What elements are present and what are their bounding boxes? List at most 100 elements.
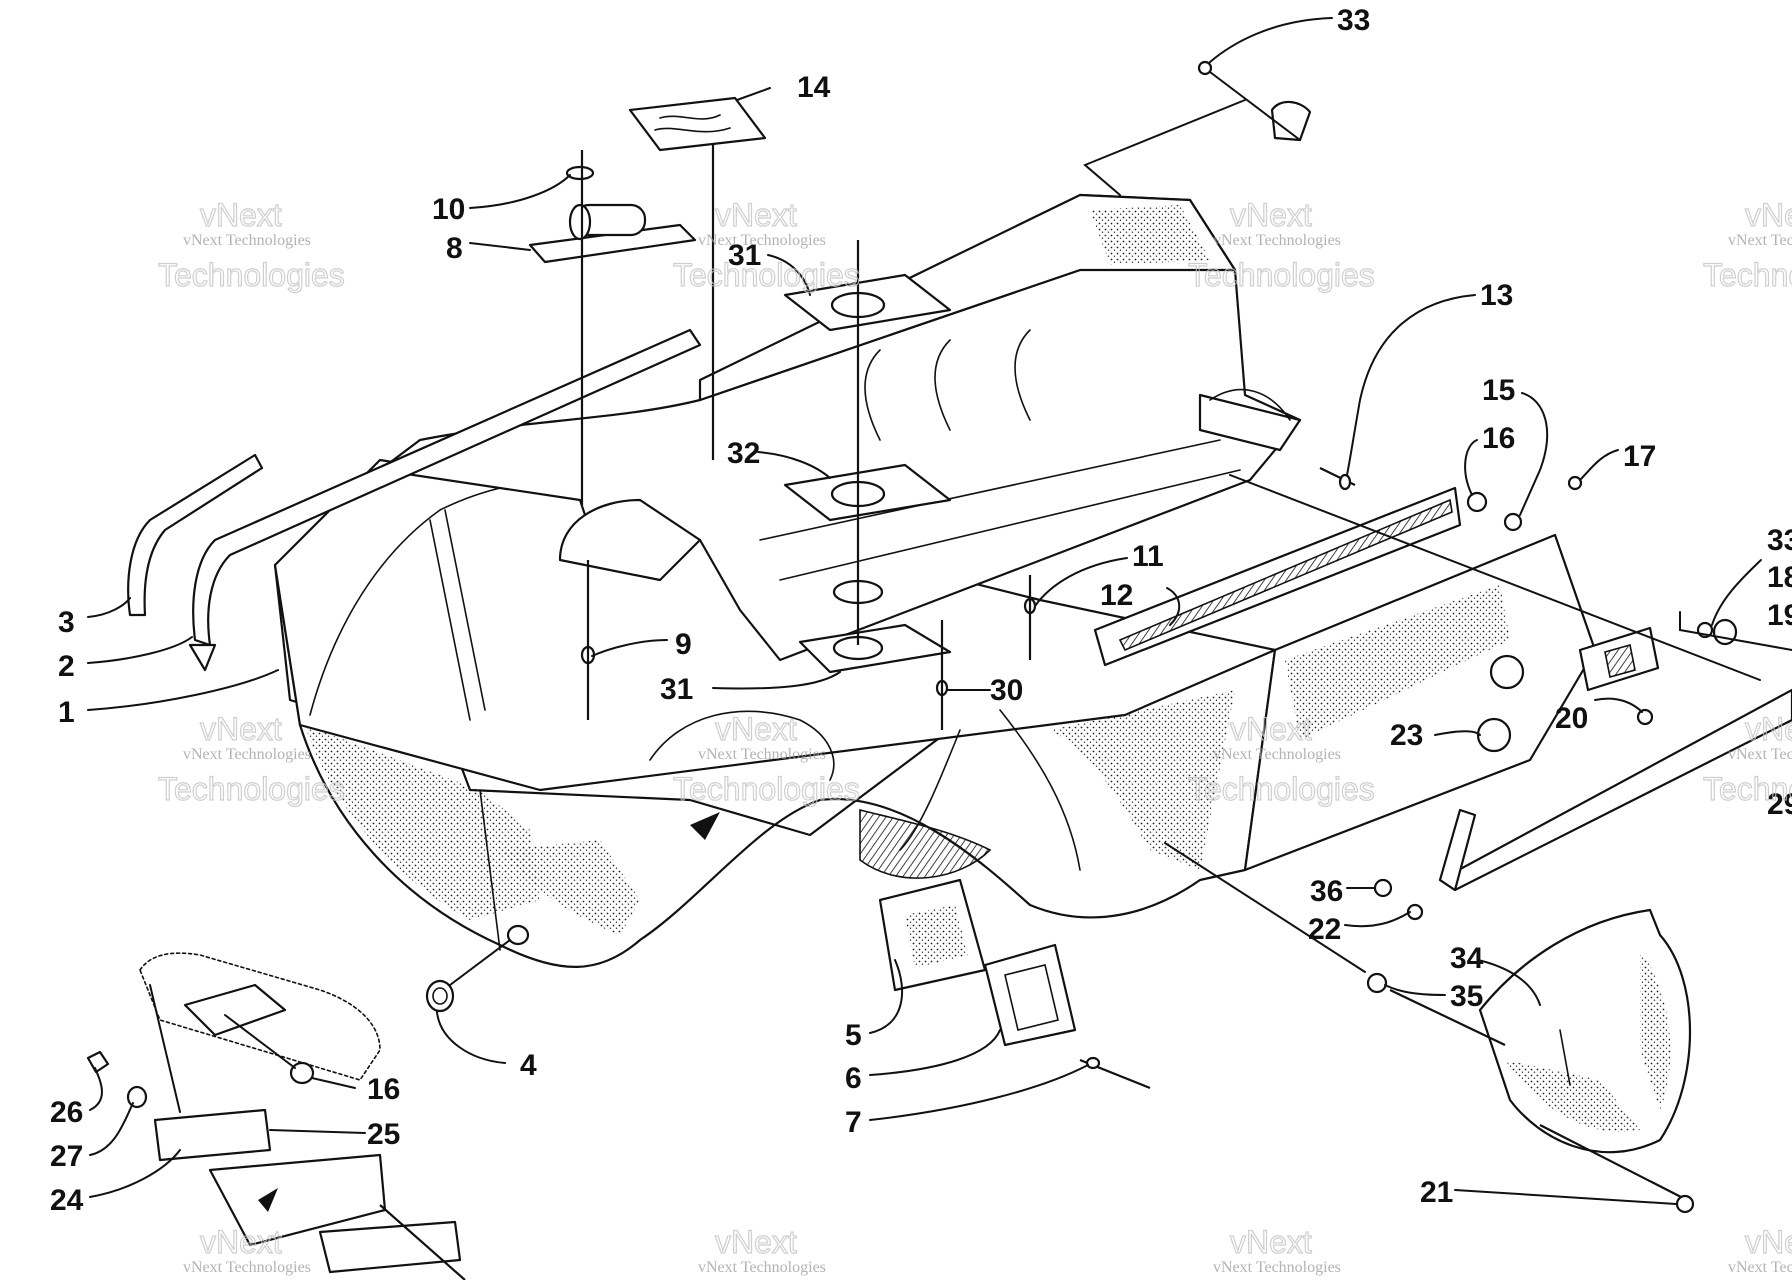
cable-part-7	[1079, 1056, 1151, 1090]
watermark-8: vNext vNext Technologies Technologies	[1702, 710, 1792, 807]
svg-text:Technologies: Technologies	[158, 771, 345, 807]
callout-7: 7	[845, 1106, 862, 1139]
hardware-right	[1373, 475, 1654, 921]
svg-text:Technologies: Technologies	[1188, 771, 1375, 807]
watermark-4: vNext vNext Technologies Technologies	[1702, 196, 1792, 293]
callout-6: 6	[845, 1062, 862, 1095]
fairing-part-34	[1478, 908, 1692, 1154]
watermark-1: vNext vNext Technologies Technologies	[157, 196, 345, 293]
callout-21: 21	[1420, 1176, 1453, 1209]
rivet-part-11	[1023, 575, 1037, 660]
svg-text:vNext: vNext	[200, 711, 282, 747]
right-bracket-lines	[1229, 474, 1792, 681]
nut-part-16-right	[1466, 491, 1488, 513]
callout-15: 15	[1482, 374, 1515, 407]
nut-part-16-left	[289, 1061, 315, 1085]
screw-part-20	[1636, 708, 1654, 726]
callout-13: 13	[1480, 279, 1513, 312]
callout-5: 5	[845, 1019, 862, 1052]
watermark-7: vNext vNext Technologies Technologies	[1187, 710, 1375, 807]
gasket-part-6	[983, 943, 1077, 1047]
svg-text:vNext: vNext	[200, 1224, 282, 1260]
screw-part-26	[86, 1050, 110, 1074]
callout-14: 14	[797, 71, 831, 104]
callout-24: 24	[50, 1184, 84, 1217]
plug-part-23-a	[1489, 654, 1525, 690]
svg-text:vNext Technologies: vNext Technologies	[183, 746, 311, 763]
callout-8: 8	[446, 232, 463, 265]
svg-text:Technologies: Technologies	[1188, 257, 1375, 293]
callout-9: 9	[675, 628, 692, 661]
callout-33-right: 33	[1767, 524, 1792, 557]
svg-text:vNext Technologies: vNext Technologies	[1728, 746, 1792, 763]
callout-3: 3	[58, 606, 75, 639]
callout-27: 27	[50, 1140, 83, 1173]
callout-26: 26	[50, 1096, 83, 1129]
callout-32: 32	[727, 437, 760, 470]
screw-part-17	[1567, 475, 1583, 491]
svg-text:vNext Technologies: vNext Technologies	[1213, 1259, 1341, 1276]
washer-part-15	[1503, 512, 1523, 532]
grommet-part-4	[425, 924, 530, 1013]
callout-10: 10	[432, 193, 465, 226]
watermark-10: vNext vNext Technologies	[698, 1223, 826, 1276]
svg-text:vNext Technologies: vNext Technologies	[698, 232, 826, 249]
callout-19: 19	[1767, 599, 1792, 632]
svg-text:vNext Technologies: vNext Technologies	[1213, 232, 1341, 249]
svg-text:vNext: vNext	[1745, 1224, 1792, 1260]
callout-35: 35	[1450, 980, 1483, 1013]
svg-text:vNext: vNext	[1745, 197, 1792, 233]
screw-part-33-top	[1083, 60, 1312, 196]
callout-33-top: 33	[1337, 4, 1370, 37]
svg-text:vNext: vNext	[715, 1224, 797, 1260]
tunnel-structure	[378, 193, 1302, 721]
vent-part-5	[878, 878, 987, 992]
washer-part-27	[126, 1085, 148, 1109]
svg-text:vNext: vNext	[1745, 711, 1792, 747]
callout-4: 4	[520, 1049, 537, 1082]
callout-16-left: 16	[367, 1073, 400, 1106]
trim-part-12	[1093, 486, 1462, 667]
watermark-12: vNext vNext Technologies	[1728, 1223, 1792, 1276]
svg-text:Technologies: Technologies	[158, 257, 345, 293]
callout-1: 1	[58, 696, 75, 729]
svg-text:vNext Technologies: vNext Technologies	[698, 746, 826, 763]
rail-part-29	[1438, 688, 1792, 892]
watermark-11: vNext vNext Technologies	[1213, 1223, 1341, 1276]
trim-strip-part-3	[127, 453, 264, 617]
svg-text:vNext: vNext	[1230, 197, 1312, 233]
bracket-part-25	[153, 1108, 272, 1162]
svg-text:vNext: vNext	[1230, 711, 1312, 747]
callout-18: 18	[1767, 561, 1792, 594]
watermark-9: vNext vNext Technologies	[183, 1223, 311, 1276]
svg-text:vNext: vNext	[1230, 1224, 1312, 1260]
rivet-part-9	[580, 560, 596, 720]
svg-text:vNext Technologies: vNext Technologies	[1728, 1259, 1792, 1276]
callout-2: 2	[58, 650, 75, 683]
svg-text:vNext: vNext	[715, 711, 797, 747]
screw-part-36	[1373, 878, 1393, 898]
rivet-part-30	[935, 620, 949, 730]
hinge-part-8	[528, 203, 697, 264]
watermark-3: vNext vNext Technologies Technologies	[1187, 196, 1375, 293]
watermark-6: vNext vNext Technologies Technologies	[672, 710, 860, 807]
svg-text:vNext Technologies: vNext Technologies	[698, 1259, 826, 1276]
callout-17: 17	[1623, 440, 1656, 473]
callout-11: 11	[1132, 540, 1164, 573]
front-bracket-line	[1164, 842, 1366, 973]
watermark-2: vNext vNext Technologies Technologies	[672, 196, 860, 293]
bracket-assembly-lower-left	[139, 952, 466, 1280]
callout-12: 12	[1100, 579, 1133, 612]
callout-leaders	[87, 17, 1762, 1205]
callout-25: 25	[367, 1118, 400, 1151]
svg-text:Technologies: Technologies	[1703, 257, 1792, 293]
watermark-5: vNext vNext Technologies Technologies	[157, 710, 345, 807]
callout-30: 30	[990, 674, 1023, 707]
trim-strip-part-2	[188, 328, 702, 672]
callout-22: 22	[1308, 913, 1341, 946]
svg-text:vNext: vNext	[715, 197, 797, 233]
nut-part-35	[1366, 972, 1388, 994]
svg-text:Technologies: Technologies	[673, 771, 860, 807]
svg-text:Technologies: Technologies	[673, 257, 860, 293]
